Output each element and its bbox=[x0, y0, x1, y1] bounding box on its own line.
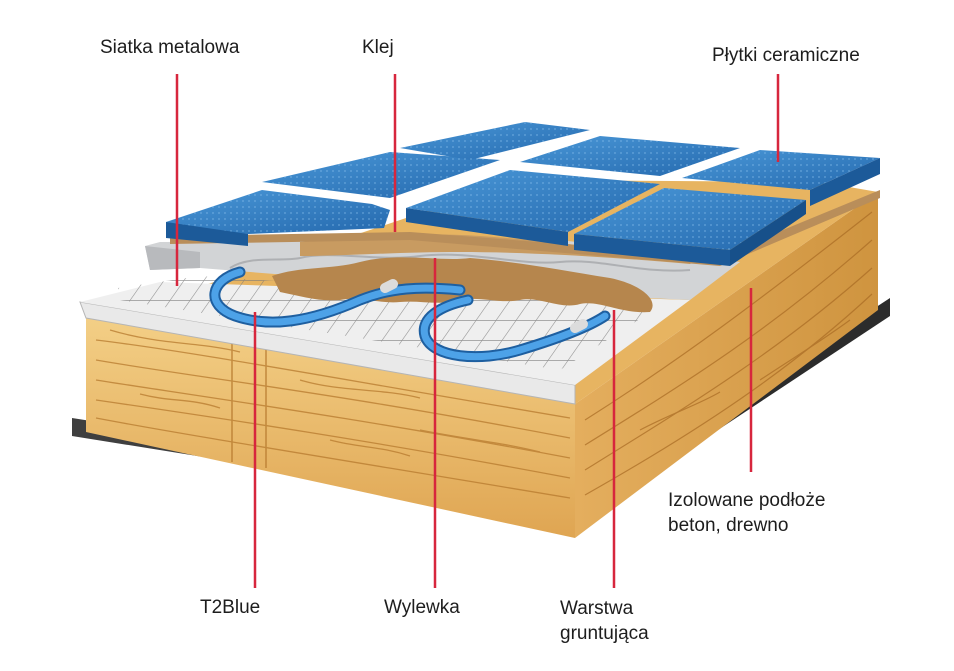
label-metal-mesh: Siatka metalowa bbox=[100, 37, 240, 58]
label-insulated-base-line2: beton, drewno bbox=[668, 515, 789, 536]
ceramic-tiles bbox=[166, 122, 880, 266]
label-primer-line1: Warstwa bbox=[560, 598, 634, 619]
label-glue: Klej bbox=[362, 37, 394, 58]
label-insulated-base: Izolowane podłoże beton, drewno bbox=[668, 488, 825, 538]
label-ceramic-tiles: Płytki ceramiczne bbox=[712, 45, 860, 66]
label-screed: Wylewka bbox=[384, 597, 460, 618]
label-primer-layer: Warstwa gruntująca bbox=[560, 596, 649, 646]
label-primer-line2: gruntująca bbox=[560, 623, 649, 644]
tile-front-center bbox=[406, 170, 660, 246]
tile-back-left bbox=[262, 152, 500, 198]
label-insulated-base-line1: Izolowane podłoże bbox=[668, 490, 826, 511]
tile-mid-center bbox=[520, 136, 740, 176]
tile-front-right bbox=[574, 188, 806, 266]
tile-right-top bbox=[682, 150, 880, 206]
tile-back-middle bbox=[400, 122, 590, 160]
heating-cable bbox=[209, 266, 611, 363]
leader-lines bbox=[175, 74, 780, 588]
label-heating-cable: T2Blue bbox=[200, 597, 261, 618]
tile-front-left bbox=[166, 190, 390, 246]
